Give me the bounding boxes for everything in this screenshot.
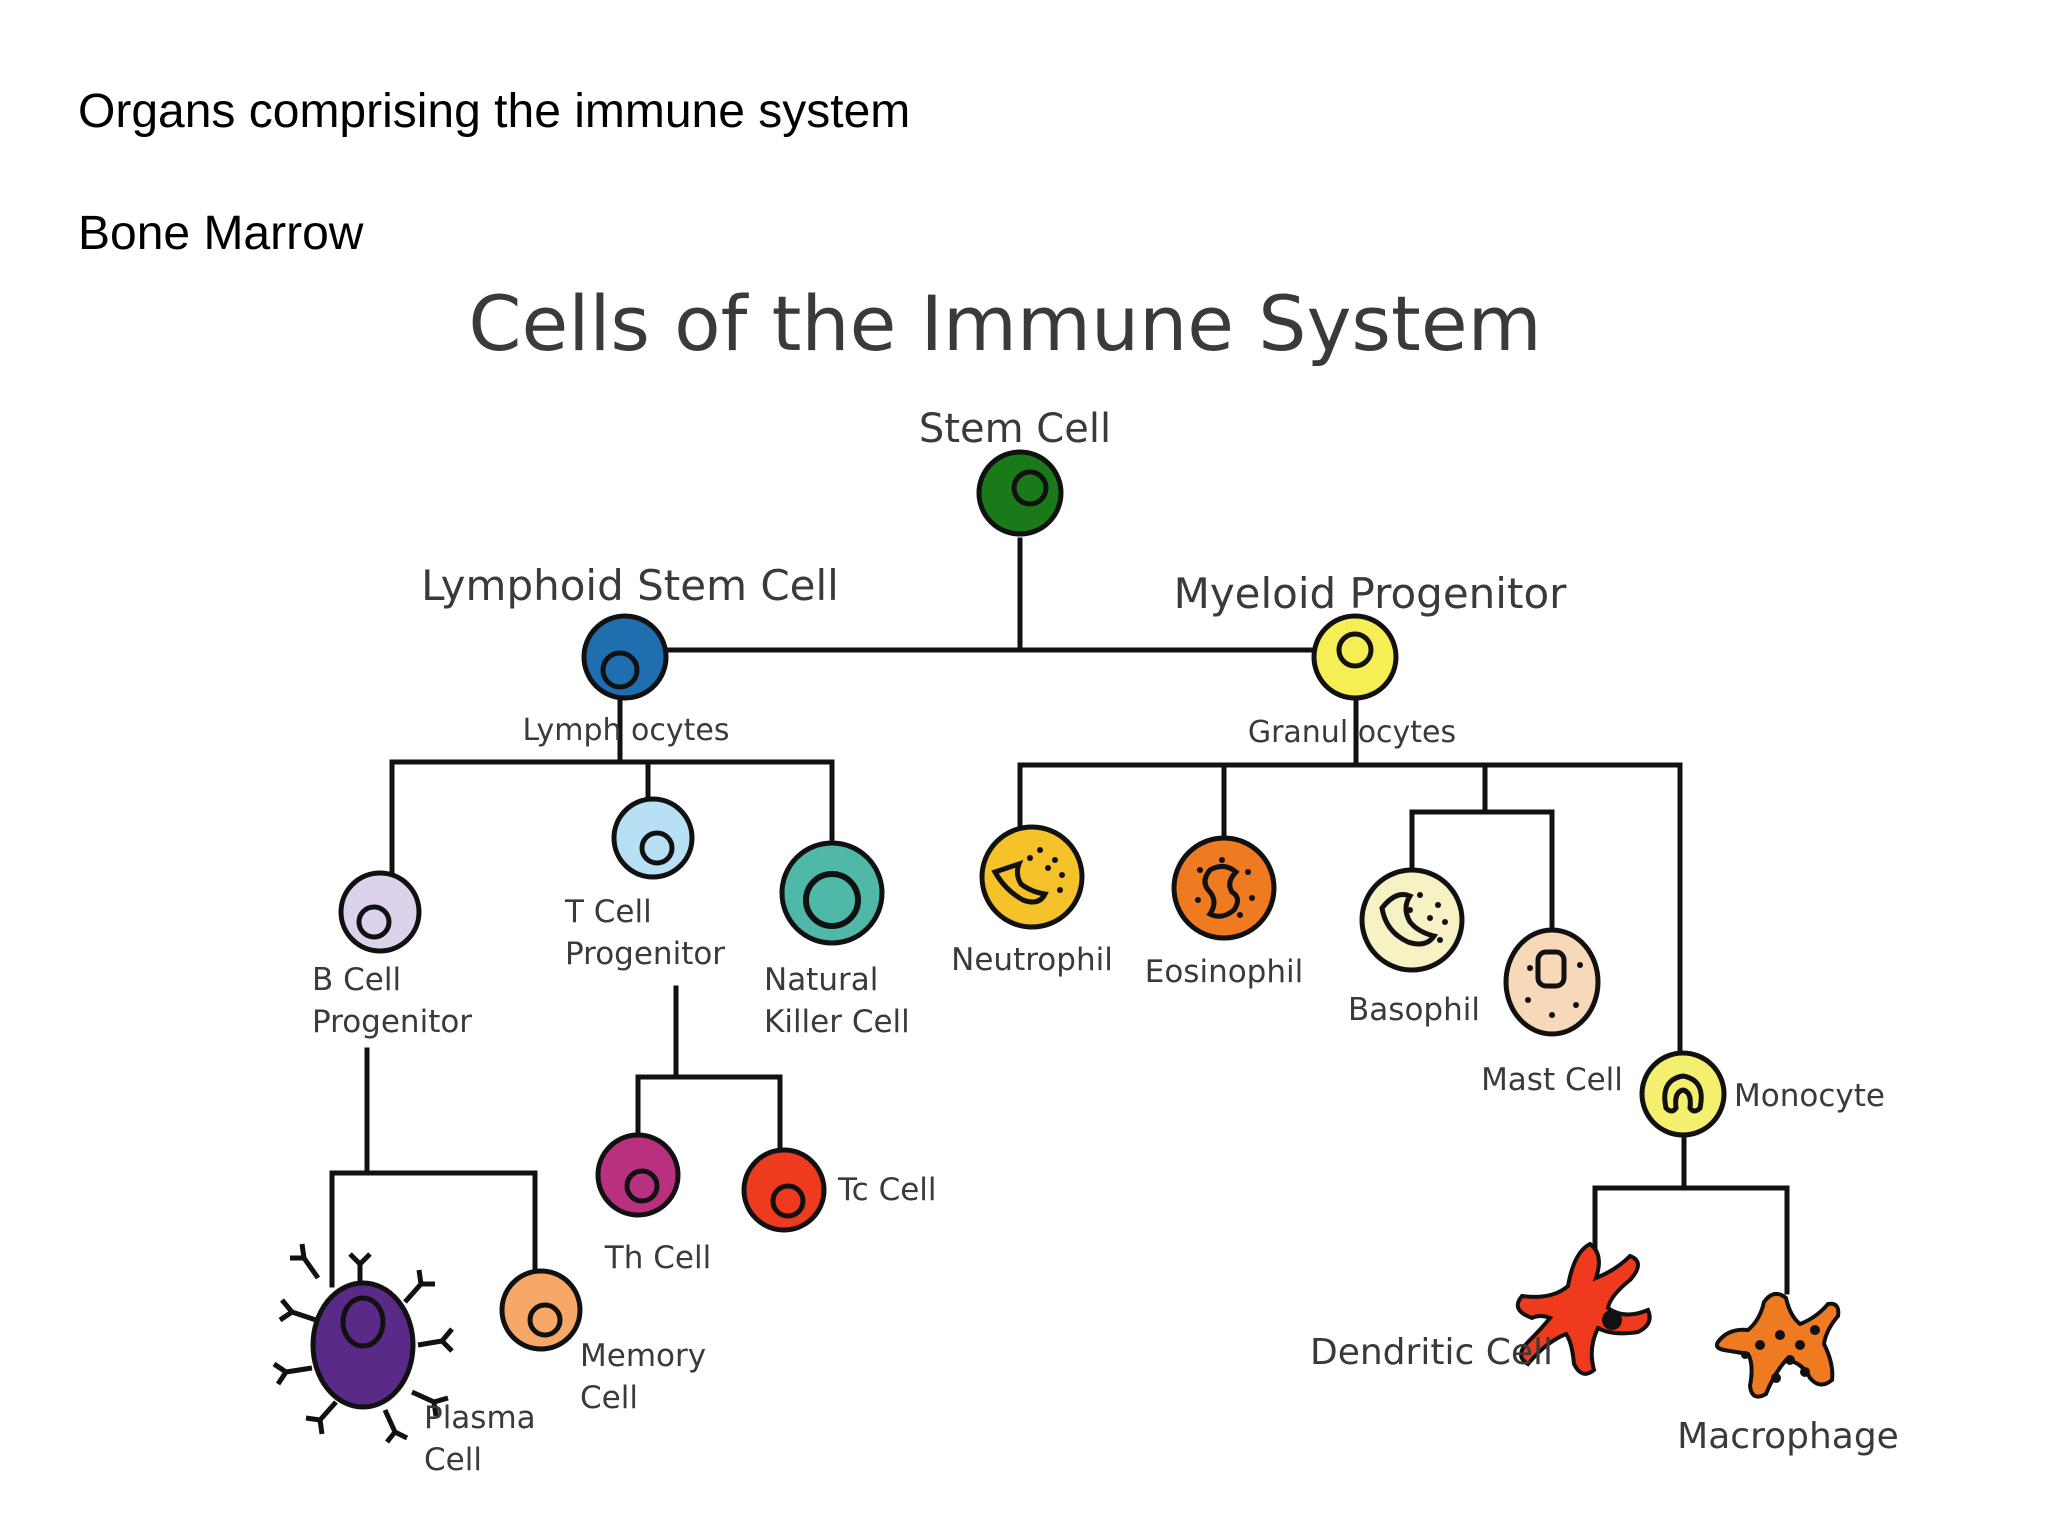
plasma-cell-label-line-2: Cell — [424, 1442, 482, 1478]
b-cell-progenitor-label-line-1: B Cell — [312, 962, 401, 998]
plasma-cell-node: Plasma Cell — [272, 1243, 546, 1478]
diagram-title: Cells of the Immune System — [468, 279, 1541, 368]
basophil-node: Basophil — [1348, 867, 1480, 1028]
myeloid-progenitor-node: Myeloid Progenitor Granul ocytes — [1174, 569, 1568, 750]
macrophage-granules — [1741, 1325, 1820, 1383]
mast-cell-body — [1503, 927, 1601, 1037]
neutrophil-nucleus — [991, 859, 1049, 905]
plasma-cell-label: Plasma Cell — [424, 1400, 546, 1478]
dendritic-cell-body — [1515, 1241, 1652, 1376]
granulocytes-label: Granul ocytes — [1248, 715, 1456, 750]
neutrophil-granules — [1027, 847, 1065, 893]
dendritic-cell-label: Dendritic Cell — [1310, 1332, 1553, 1373]
monocyte-body — [1639, 1050, 1727, 1138]
myeloid-progenitor-label: Myeloid Progenitor — [1174, 569, 1568, 618]
t-cell-progenitor-body — [611, 796, 695, 880]
basophil-nucleus — [1379, 892, 1439, 947]
t-cell-progenitor-node: T Cell Progenitor — [564, 796, 725, 972]
b-cell-progenitor-node: B Cell Progenitor — [312, 870, 472, 1040]
macrophage-label: Macrophage — [1677, 1416, 1899, 1457]
connector-lines — [329, 537, 1790, 1295]
tc-cell-body — [741, 1147, 827, 1233]
memory-cell-node: Memory Cell — [499, 1268, 716, 1416]
b-cell-progenitor-label-line-2: Progenitor — [312, 1004, 472, 1040]
b-cell-progenitor-label: B Cell Progenitor — [312, 962, 472, 1040]
t-cell-progenitor-label-line-2: Progenitor — [565, 936, 725, 972]
tc-cell-nucleus — [770, 1183, 806, 1219]
eosinophil-label: Eosinophil — [1145, 954, 1303, 990]
slide-title: Organs comprising the immune system — [78, 85, 911, 138]
mast-cell-label: Mast Cell — [1481, 1062, 1623, 1098]
lymphoid-stem-cell-label: Lymphoid Stem Cell — [421, 561, 839, 610]
b-cell-progenitor-nucleus — [356, 904, 392, 940]
stem-cell-node: Stem Cell — [919, 406, 1111, 537]
basophil-body — [1359, 867, 1465, 973]
natural-killer-cell-body — [779, 840, 885, 946]
mast-cell-granules — [1525, 962, 1583, 1018]
memory-cell-nucleus — [527, 1302, 563, 1338]
mast-cell-nucleus — [1535, 949, 1567, 989]
memory-cell-label-line-1: Memory — [580, 1338, 706, 1374]
lymphoid-stem-cell-node: Lymphoid Stem Cell Lymph ocytes — [421, 561, 839, 748]
lymphocytes-label: Lymph ocytes — [523, 713, 730, 748]
neutrophil-label: Neutrophil — [951, 942, 1113, 978]
basophil-granules — [1407, 892, 1448, 943]
th-cell-node: Th Cell — [595, 1132, 711, 1276]
section-heading: Bone Marrow — [78, 207, 364, 260]
neutrophil-body — [979, 824, 1085, 930]
natural-killer-cell-label-line-2: Killer Cell — [764, 1004, 910, 1040]
neutrophil-node: Neutrophil — [951, 824, 1113, 978]
stem-cell-nucleus — [1011, 469, 1049, 507]
plasma-cell-label-line-1: Plasma — [424, 1400, 536, 1436]
eosinophil-node: Eosinophil — [1145, 835, 1303, 990]
natural-killer-cell-label-line-1: Natural — [764, 962, 878, 998]
stem-cell-label: Stem Cell — [919, 406, 1111, 452]
tc-cell-node: Tc Cell — [741, 1147, 937, 1233]
monocyte-label: Monocyte — [1734, 1078, 1885, 1114]
myeloid-progenitor-body — [1311, 613, 1399, 701]
monocyte-node: Monocyte — [1639, 1050, 1885, 1138]
myeloid-progenitor-nucleus — [1336, 631, 1374, 669]
basophil-label: Basophil — [1348, 992, 1480, 1028]
monocyte-nucleus — [1662, 1073, 1704, 1114]
th-cell-nucleus — [624, 1168, 660, 1204]
th-cell-label: Th Cell — [604, 1240, 711, 1276]
mast-cell-node: Mast Cell — [1481, 927, 1623, 1098]
memory-cell-label-line-2: Cell — [580, 1380, 638, 1416]
memory-cell-label: Memory Cell — [580, 1338, 716, 1416]
lymphoid-stem-cell-nucleus — [600, 650, 640, 690]
plasma-cell-antibodies — [272, 1243, 454, 1444]
memory-cell-body — [499, 1268, 583, 1352]
macrophage-node: Macrophage — [1677, 1291, 1899, 1457]
plasma-cell-nucleus — [340, 1295, 386, 1349]
eosinophil-nucleus — [1202, 864, 1240, 919]
th-cell-body — [595, 1132, 681, 1218]
natural-killer-cell-nucleus — [803, 871, 861, 929]
tc-cell-label: Tc Cell — [837, 1172, 937, 1208]
natural-killer-cell-node: Natural Killer Cell — [764, 840, 910, 1040]
eosinophil-granules — [1195, 857, 1255, 918]
natural-killer-cell-label: Natural Killer Cell — [764, 962, 910, 1040]
stem-cell-body — [976, 449, 1064, 537]
dendritic-cell-node: Dendritic Cell — [1310, 1241, 1652, 1376]
b-cell-progenitor-body — [338, 870, 422, 954]
dendritic-cell-nucleus — [1602, 1310, 1622, 1330]
t-cell-progenitor-nucleus — [639, 830, 675, 866]
t-cell-progenitor-label-line-1: T Cell — [564, 894, 652, 930]
t-cell-progenitor-label: T Cell Progenitor — [564, 894, 725, 972]
